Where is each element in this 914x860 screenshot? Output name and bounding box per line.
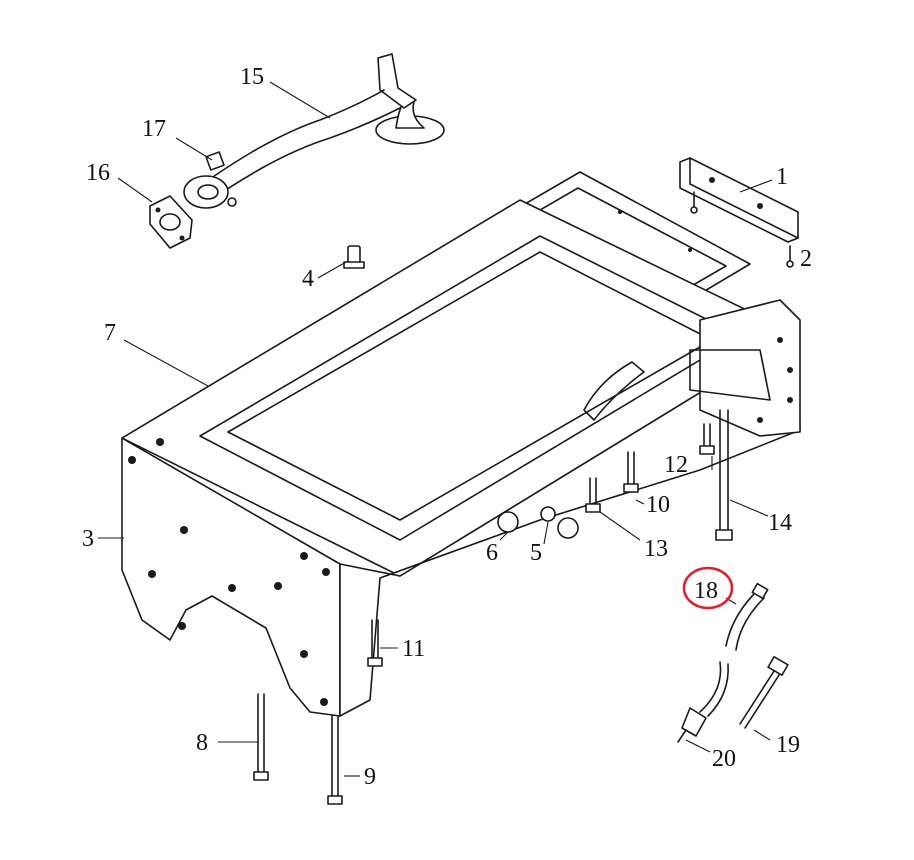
callout-2: 2	[800, 246, 812, 272]
callout-4: 4	[302, 266, 314, 292]
callout-19: 19	[776, 732, 800, 758]
callout-17: 17	[142, 116, 166, 142]
callout-8: 8	[196, 730, 208, 756]
callout-11: 11	[402, 636, 425, 662]
callout-18: 18	[694, 578, 718, 604]
leader-lines	[98, 81, 773, 777]
part-3-oil-pan	[121, 199, 801, 717]
callout-7: 7	[104, 320, 116, 346]
callout-12: 12	[664, 452, 688, 478]
callout-1: 1	[776, 164, 788, 190]
callout-16: 16	[86, 160, 110, 186]
callout-14: 14	[768, 510, 792, 536]
part-16-gasket	[149, 195, 193, 249]
callout-20: 20	[712, 746, 736, 772]
part-4-fitting	[343, 245, 365, 269]
dipstick-assembly	[677, 582, 789, 743]
callout-5: 5	[530, 540, 542, 566]
callout-15: 15	[240, 64, 264, 90]
callout-6: 6	[486, 540, 498, 566]
callout-10: 10	[646, 492, 670, 518]
callout-3: 3	[82, 526, 94, 552]
callout-9: 9	[364, 764, 376, 790]
callout-18-highlight-circle	[682, 566, 734, 610]
part-15-suction-pipe	[183, 53, 445, 209]
part-1-bracket	[679, 157, 799, 268]
callout-labels: 15 17 16 1 2 4 7 3 12 10 14 6 5 13 18 11…	[82, 64, 812, 790]
bolts	[253, 409, 733, 805]
callout-13: 13	[644, 536, 668, 562]
